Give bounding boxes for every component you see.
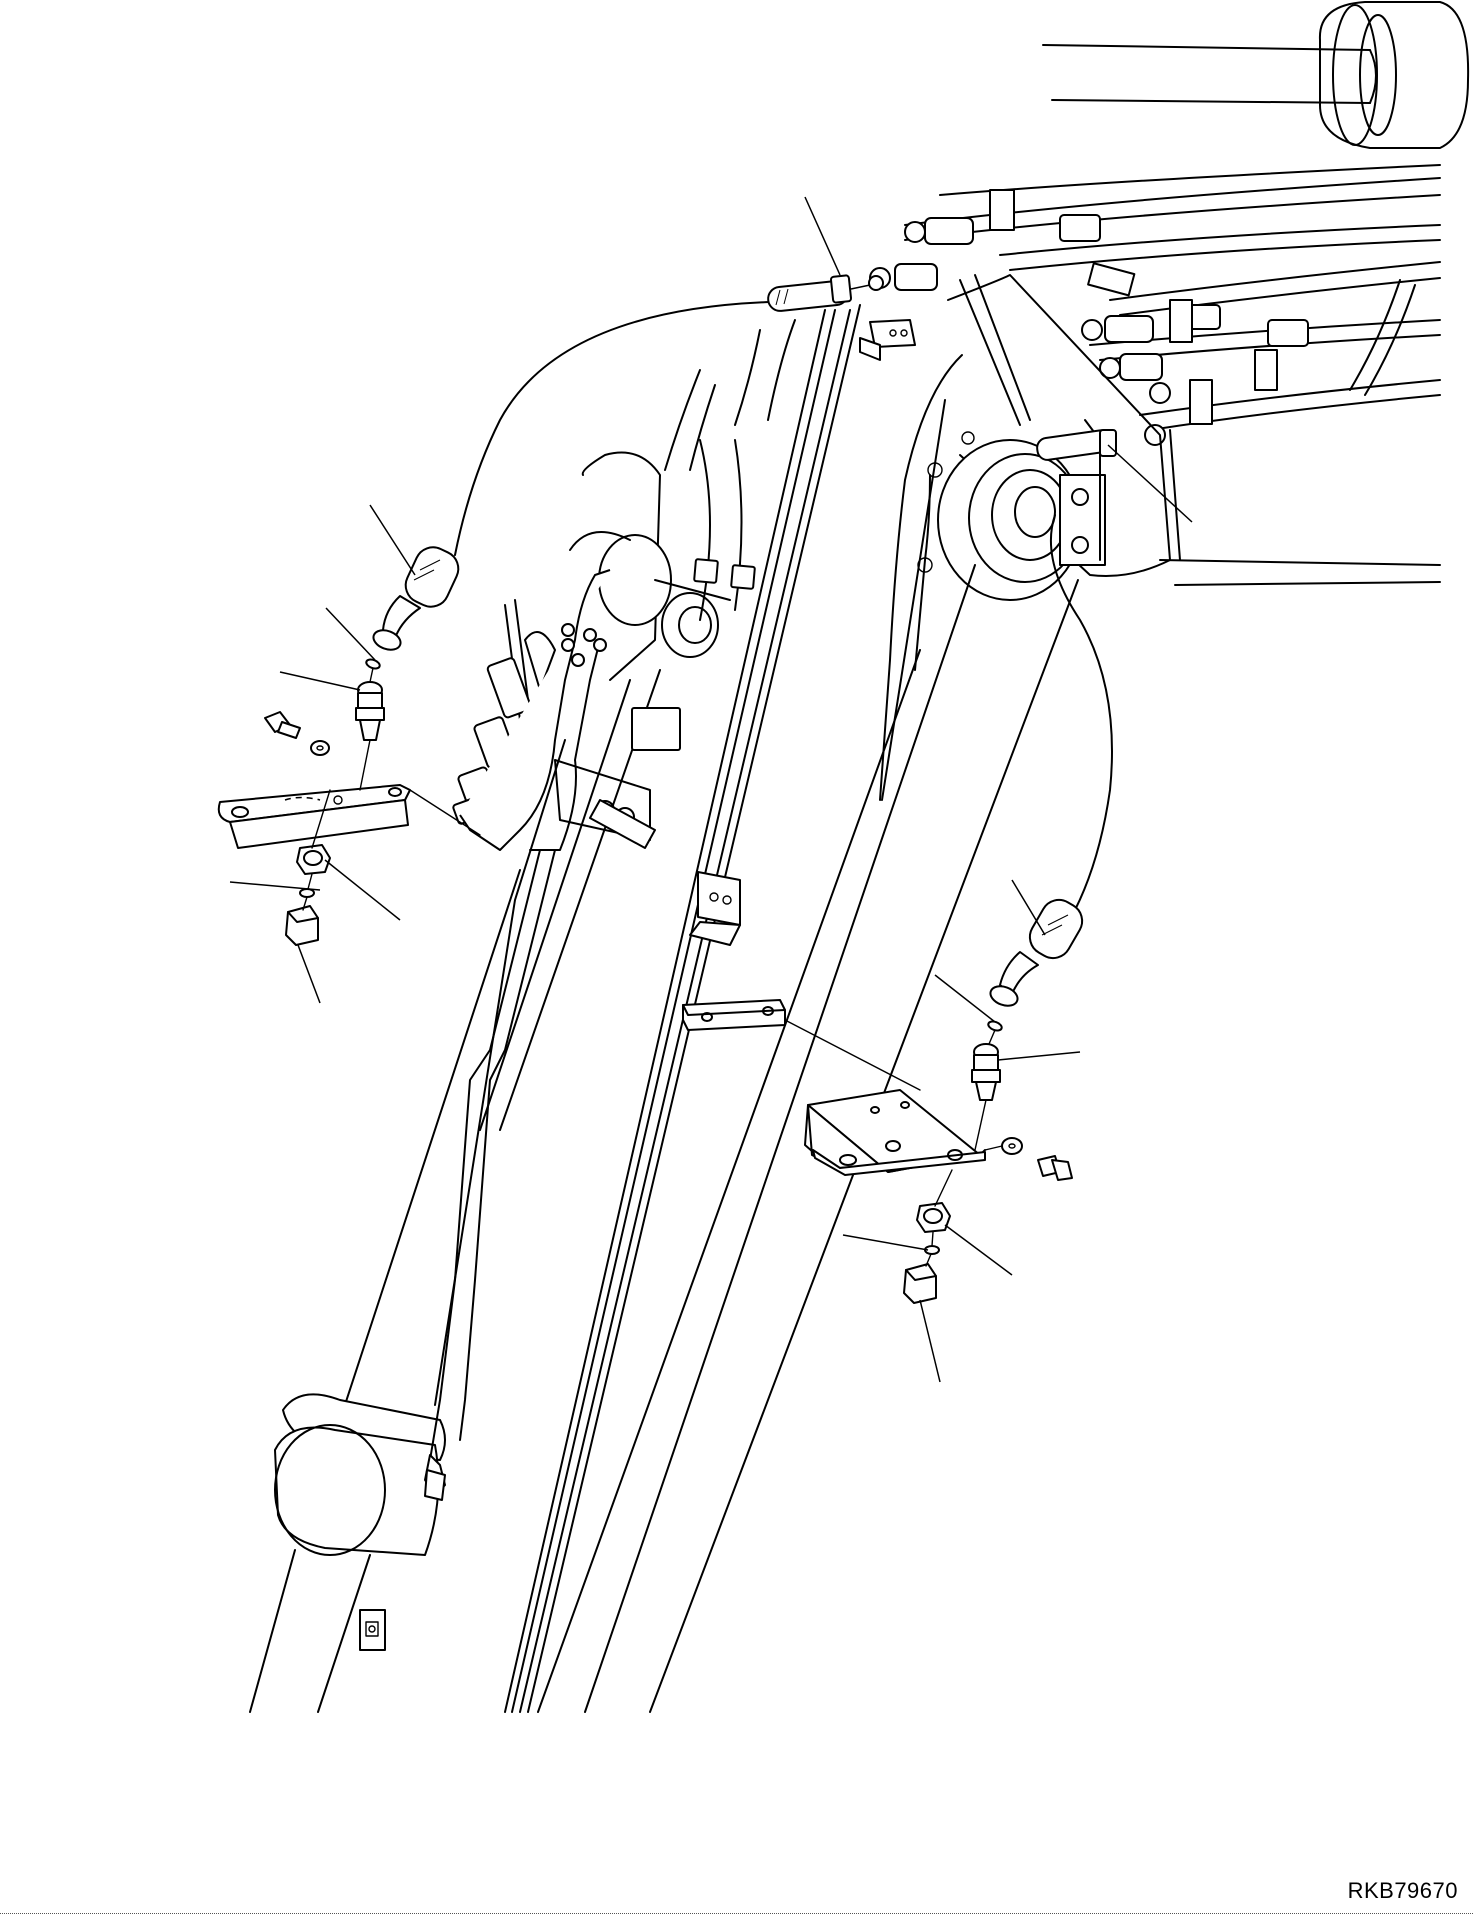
adapter-right: [972, 1044, 1000, 1100]
drawing-code: RKB79670: [1347, 1878, 1458, 1903]
grease-hose-left: [455, 280, 849, 555]
hose-bundle: [870, 165, 1440, 445]
lock-nut-left: [297, 845, 330, 874]
arm-cylinder-head: [1043, 2, 1468, 148]
grease-fitting-left: [300, 889, 314, 897]
cap-left: [286, 906, 318, 945]
bolt-left: [265, 712, 300, 738]
leader-lines: [230, 197, 1192, 1382]
bracket-right: [805, 1090, 985, 1175]
boom-cylinder: [250, 440, 755, 1712]
bolt-right: [1038, 1156, 1072, 1180]
cap-right: [904, 1264, 936, 1303]
adapter-left: [356, 682, 384, 740]
elbow-right: [988, 893, 1089, 1009]
elbow-left: [371, 541, 464, 653]
lock-nut-right: [917, 1203, 950, 1232]
grease-fitting-top: [831, 275, 883, 303]
washer-right: [1002, 1138, 1022, 1154]
plate: [683, 1000, 785, 1030]
grease-hose-right: [1051, 515, 1112, 910]
bottom-rule: [0, 1913, 1473, 1914]
boom-foot: [918, 275, 1440, 600]
washer-left: [311, 741, 329, 755]
o-ring-right: [987, 1020, 1003, 1032]
